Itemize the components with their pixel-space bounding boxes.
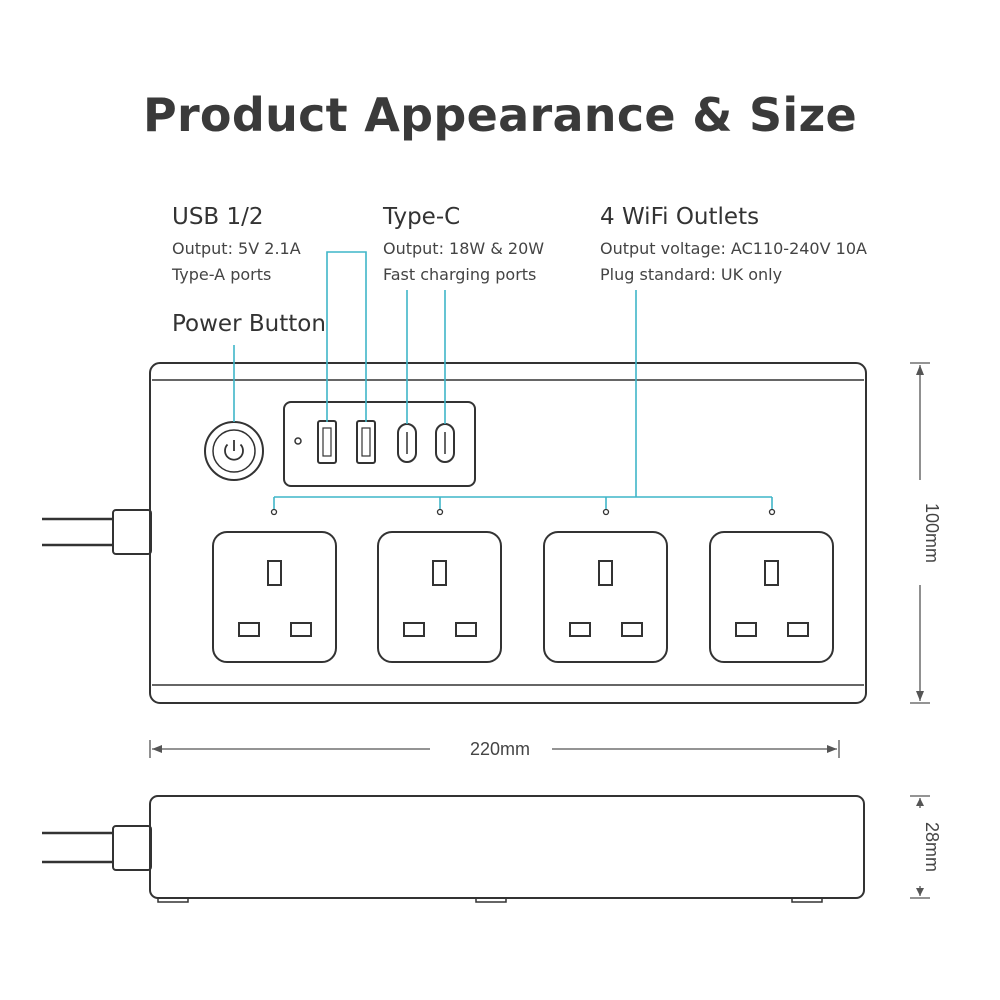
usb-c-port-2 (435, 423, 455, 463)
usb-label-output: Output: 5V 2.1A (172, 238, 301, 258)
callout-lines (233, 251, 773, 509)
outlet-led-1 (270, 508, 278, 516)
usb-label: USB 1/2 Output: 5V 2.1A Type-A ports (172, 204, 301, 288)
power-strip-side-view (149, 795, 865, 903)
typec-label-type: Fast charging ports (383, 264, 537, 284)
uk-socket-4 (709, 531, 834, 663)
outlets-label-title: 4 WiFi Outlets (600, 204, 760, 230)
dimension-depth (910, 795, 930, 899)
uk-socket-1 (212, 531, 337, 663)
dimension-height-label: 100mm (922, 503, 942, 563)
usb-label-title: USB 1/2 (172, 204, 264, 230)
dimension-width-label: 220mm (470, 739, 530, 759)
power-label-title: Power Button (172, 311, 326, 337)
dimension-height (910, 362, 930, 704)
typec-label: Type-C Output: 18W & 20W Fast charging p… (383, 204, 544, 288)
power-icon (224, 440, 244, 461)
uk-socket-3 (543, 531, 668, 663)
outlet-led-2 (436, 508, 444, 516)
outlet-led-3 (602, 508, 610, 516)
callout-usb (326, 251, 367, 422)
usb-label-type: Type-A ports (172, 264, 272, 284)
outlets-label: 4 WiFi Outlets Output voltage: AC110-240… (600, 204, 867, 288)
usb-a-port-2 (356, 420, 376, 464)
usb-a-port-1 (317, 420, 337, 464)
page-title: Product Appearance & Size (142, 88, 858, 142)
dimension-depth-label: 28mm (922, 822, 942, 872)
dimension-width (149, 740, 840, 758)
usb-port-panel (283, 401, 476, 487)
power-label: Power Button (172, 311, 326, 343)
power-cable-side (42, 825, 152, 871)
power-cable-front (42, 509, 152, 555)
typec-label-output: Output: 18W & 20W (383, 238, 545, 258)
typec-label-title: Type-C (383, 204, 461, 230)
outlets-label-voltage: Output voltage: AC110-240V 10A (600, 238, 867, 258)
indicator-led-icon (294, 437, 302, 445)
outlets-label-standard: Plug standard: UK only (600, 264, 783, 284)
usb-c-port-1 (397, 423, 417, 463)
uk-socket-2 (377, 531, 502, 663)
outlet-led-4 (768, 508, 776, 516)
power-strip-front-view (149, 362, 867, 704)
